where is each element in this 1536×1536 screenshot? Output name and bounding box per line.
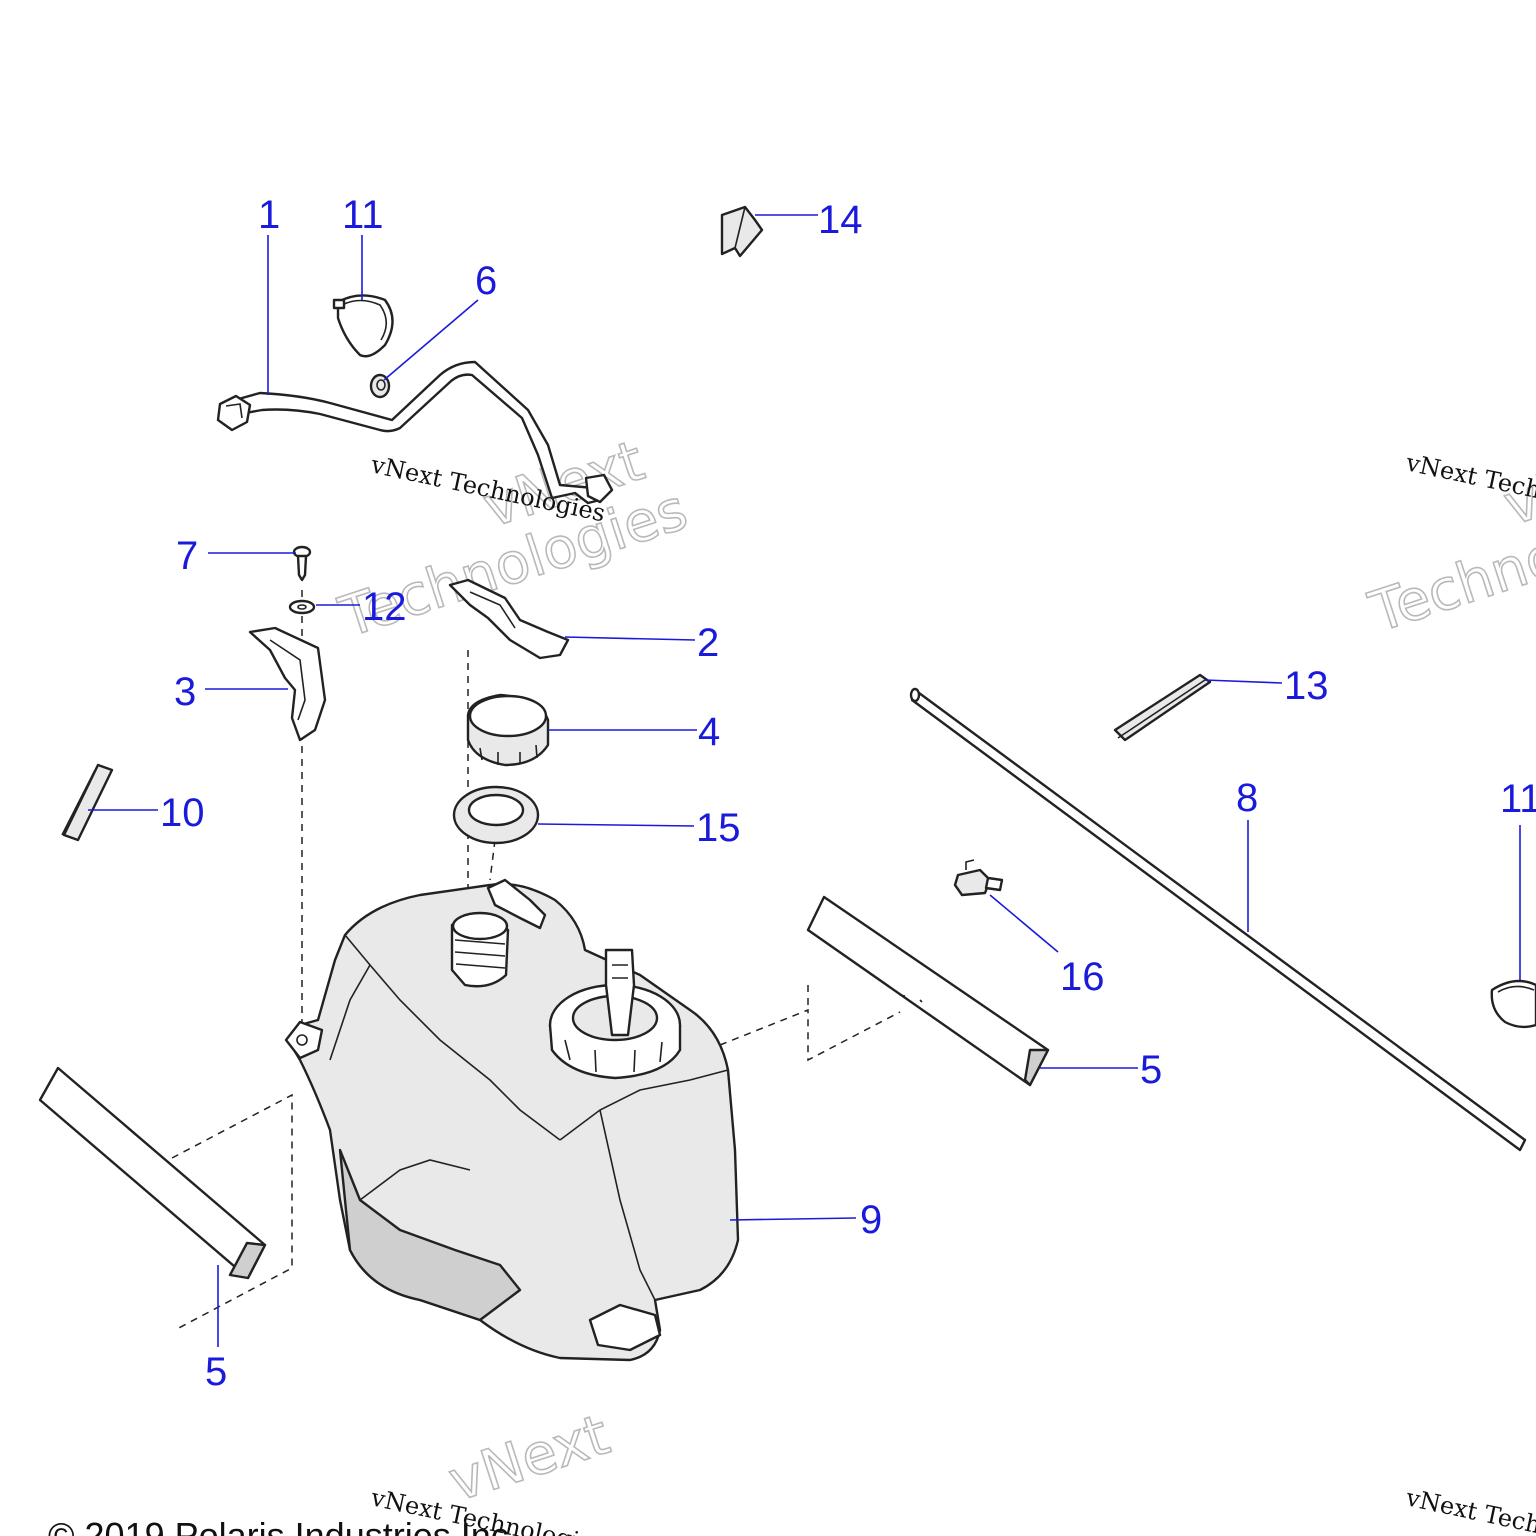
- connector-part-16: [953, 859, 1004, 897]
- fuel-cap-part-4: [466, 693, 550, 767]
- assembly-dashed-lines: [171, 590, 901, 1331]
- bracket-part-3: [248, 626, 327, 742]
- callout-5-left: 5: [205, 1350, 227, 1394]
- callout-7: 7: [176, 534, 198, 578]
- callout-11-right: 11: [1500, 777, 1536, 821]
- callout-14: 14: [818, 198, 863, 242]
- fuel-tank-part-9: [284, 878, 740, 1362]
- callout-15: 15: [696, 806, 741, 850]
- callout-6: 6: [475, 259, 497, 303]
- callout-numbers: 1 11 6 14 7 12 2 3 4 13 10 15 8 11 16 5 …: [160, 193, 1536, 1394]
- callout-3: 3: [174, 670, 196, 714]
- strap-part-13: [1113, 673, 1212, 742]
- watermark-small-bottom-right: vNext Technologies: [1403, 1483, 1536, 1536]
- vent-hose-part-1: [216, 360, 614, 505]
- foam-pad-part-5-left: [38, 1066, 267, 1280]
- screw-part-7: [292, 545, 312, 582]
- callout-8: 8: [1236, 776, 1258, 820]
- callout-16: 16: [1060, 955, 1105, 999]
- callout-12: 12: [362, 585, 407, 629]
- leader-lines: [88, 214, 1521, 1347]
- clip-part-14: [720, 205, 764, 258]
- callout-9: 9: [860, 1198, 882, 1242]
- copyright-text: © 2019 Polaris Industries Inc.: [48, 1515, 519, 1536]
- hose-clamp-part-11: [332, 294, 394, 358]
- callout-1: 1: [258, 193, 280, 237]
- svg-text:vNext: vNext: [441, 1402, 617, 1514]
- foam-pad-part-5-right: [806, 895, 1050, 1087]
- watermark-big-bottom: vNext: [441, 1402, 618, 1516]
- hose-clamp-part-11-right: [1490, 979, 1536, 1029]
- seal-ring-part-15: [452, 785, 540, 845]
- washer-part-12: [288, 599, 316, 615]
- rod-part-8: [909, 687, 1527, 1152]
- callout-13: 13: [1284, 664, 1329, 708]
- callout-11-top: 11: [342, 193, 384, 237]
- callout-4: 4: [698, 710, 720, 754]
- callout-2: 2: [697, 621, 719, 665]
- watermark-big-right: vNext Technologies: [1361, 426, 1536, 647]
- bracket-part-2: [448, 578, 570, 660]
- callout-10: 10: [160, 791, 205, 835]
- pad-part-10: [61, 763, 114, 842]
- callout-5-right: 5: [1140, 1048, 1162, 1092]
